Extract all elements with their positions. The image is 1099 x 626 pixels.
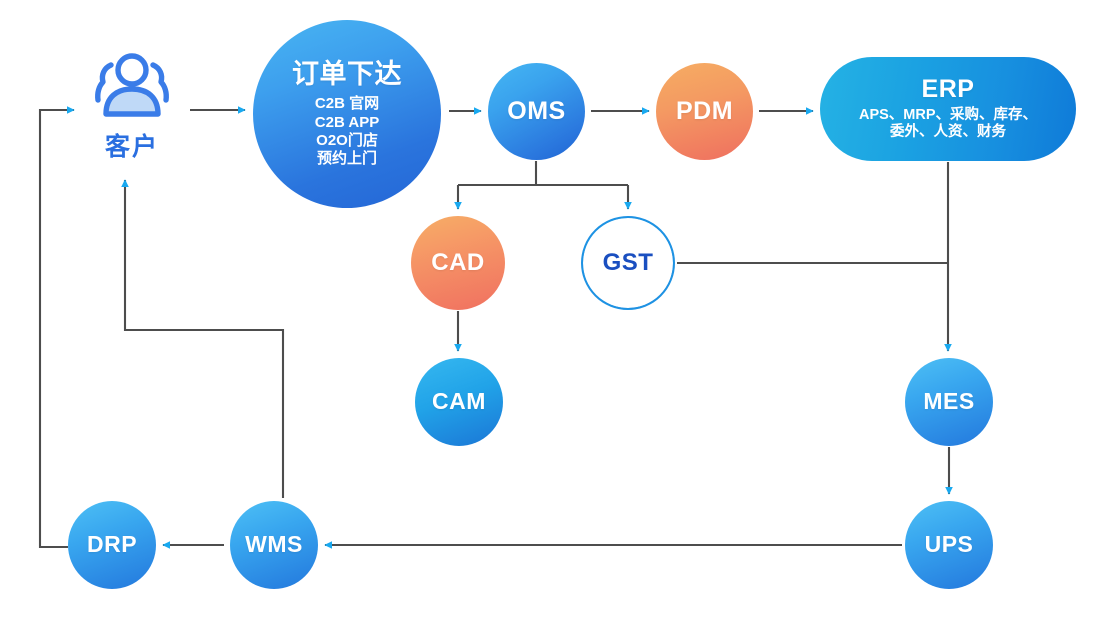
node-drp[interactable]: DRP [68, 501, 156, 589]
users-group-icon [95, 53, 169, 117]
node-oms-label: OMS [507, 96, 566, 125]
node-wms[interactable]: WMS [230, 501, 318, 589]
node-cad[interactable]: CAD [411, 216, 505, 310]
node-pdm[interactable]: PDM [656, 63, 753, 160]
node-order-subline: C2B 官网 [314, 95, 380, 113]
node-mes[interactable]: MES [905, 358, 993, 446]
node-order-sublines: C2B 官网 C2B APP O2O门店 预约上门 [315, 95, 379, 168]
node-cam[interactable]: CAM [415, 358, 503, 446]
node-erp-subline: APS、MRP、采购、库存、 [858, 106, 1038, 123]
node-order-subline: O2O门店 [316, 131, 378, 149]
node-erp[interactable]: ERP APS、MRP、采购、库存、 委外、人资、财务 [820, 57, 1076, 161]
node-gst-label: GST [602, 248, 654, 276]
node-drp-label: DRP [86, 531, 138, 558]
node-pdm-label: PDM [675, 96, 734, 125]
node-order-subline: 预约上门 [316, 150, 377, 168]
node-erp-sublines: APS、MRP、采购、库存、 委外、人资、财务 [859, 107, 1037, 142]
node-wms-label: WMS [245, 531, 303, 558]
node-order-subline: C2B APP [314, 113, 380, 131]
node-oms[interactable]: OMS [488, 63, 585, 160]
node-order-title: 订单下达 [292, 58, 402, 89]
node-ups-label: UPS [924, 531, 974, 558]
node-cad-label: CAD [431, 248, 485, 276]
node-erp-title: ERP [921, 75, 975, 104]
node-customer-label: 客户 [104, 133, 159, 161]
node-ups[interactable]: UPS [905, 501, 993, 589]
edge-wms-customer [121, 179, 285, 498]
node-order[interactable]: 订单下达 C2B 官网 C2B APP O2O门店 预约上门 [253, 20, 441, 208]
node-gst[interactable]: GST [581, 216, 675, 310]
edge-drp-customer [38, 106, 75, 549]
node-customer[interactable]: 客户 [82, 50, 182, 168]
node-erp-subline: 委外、人资、财务 [889, 124, 1006, 141]
node-mes-label: MES [923, 388, 975, 415]
node-cam-label: CAM [432, 388, 486, 415]
